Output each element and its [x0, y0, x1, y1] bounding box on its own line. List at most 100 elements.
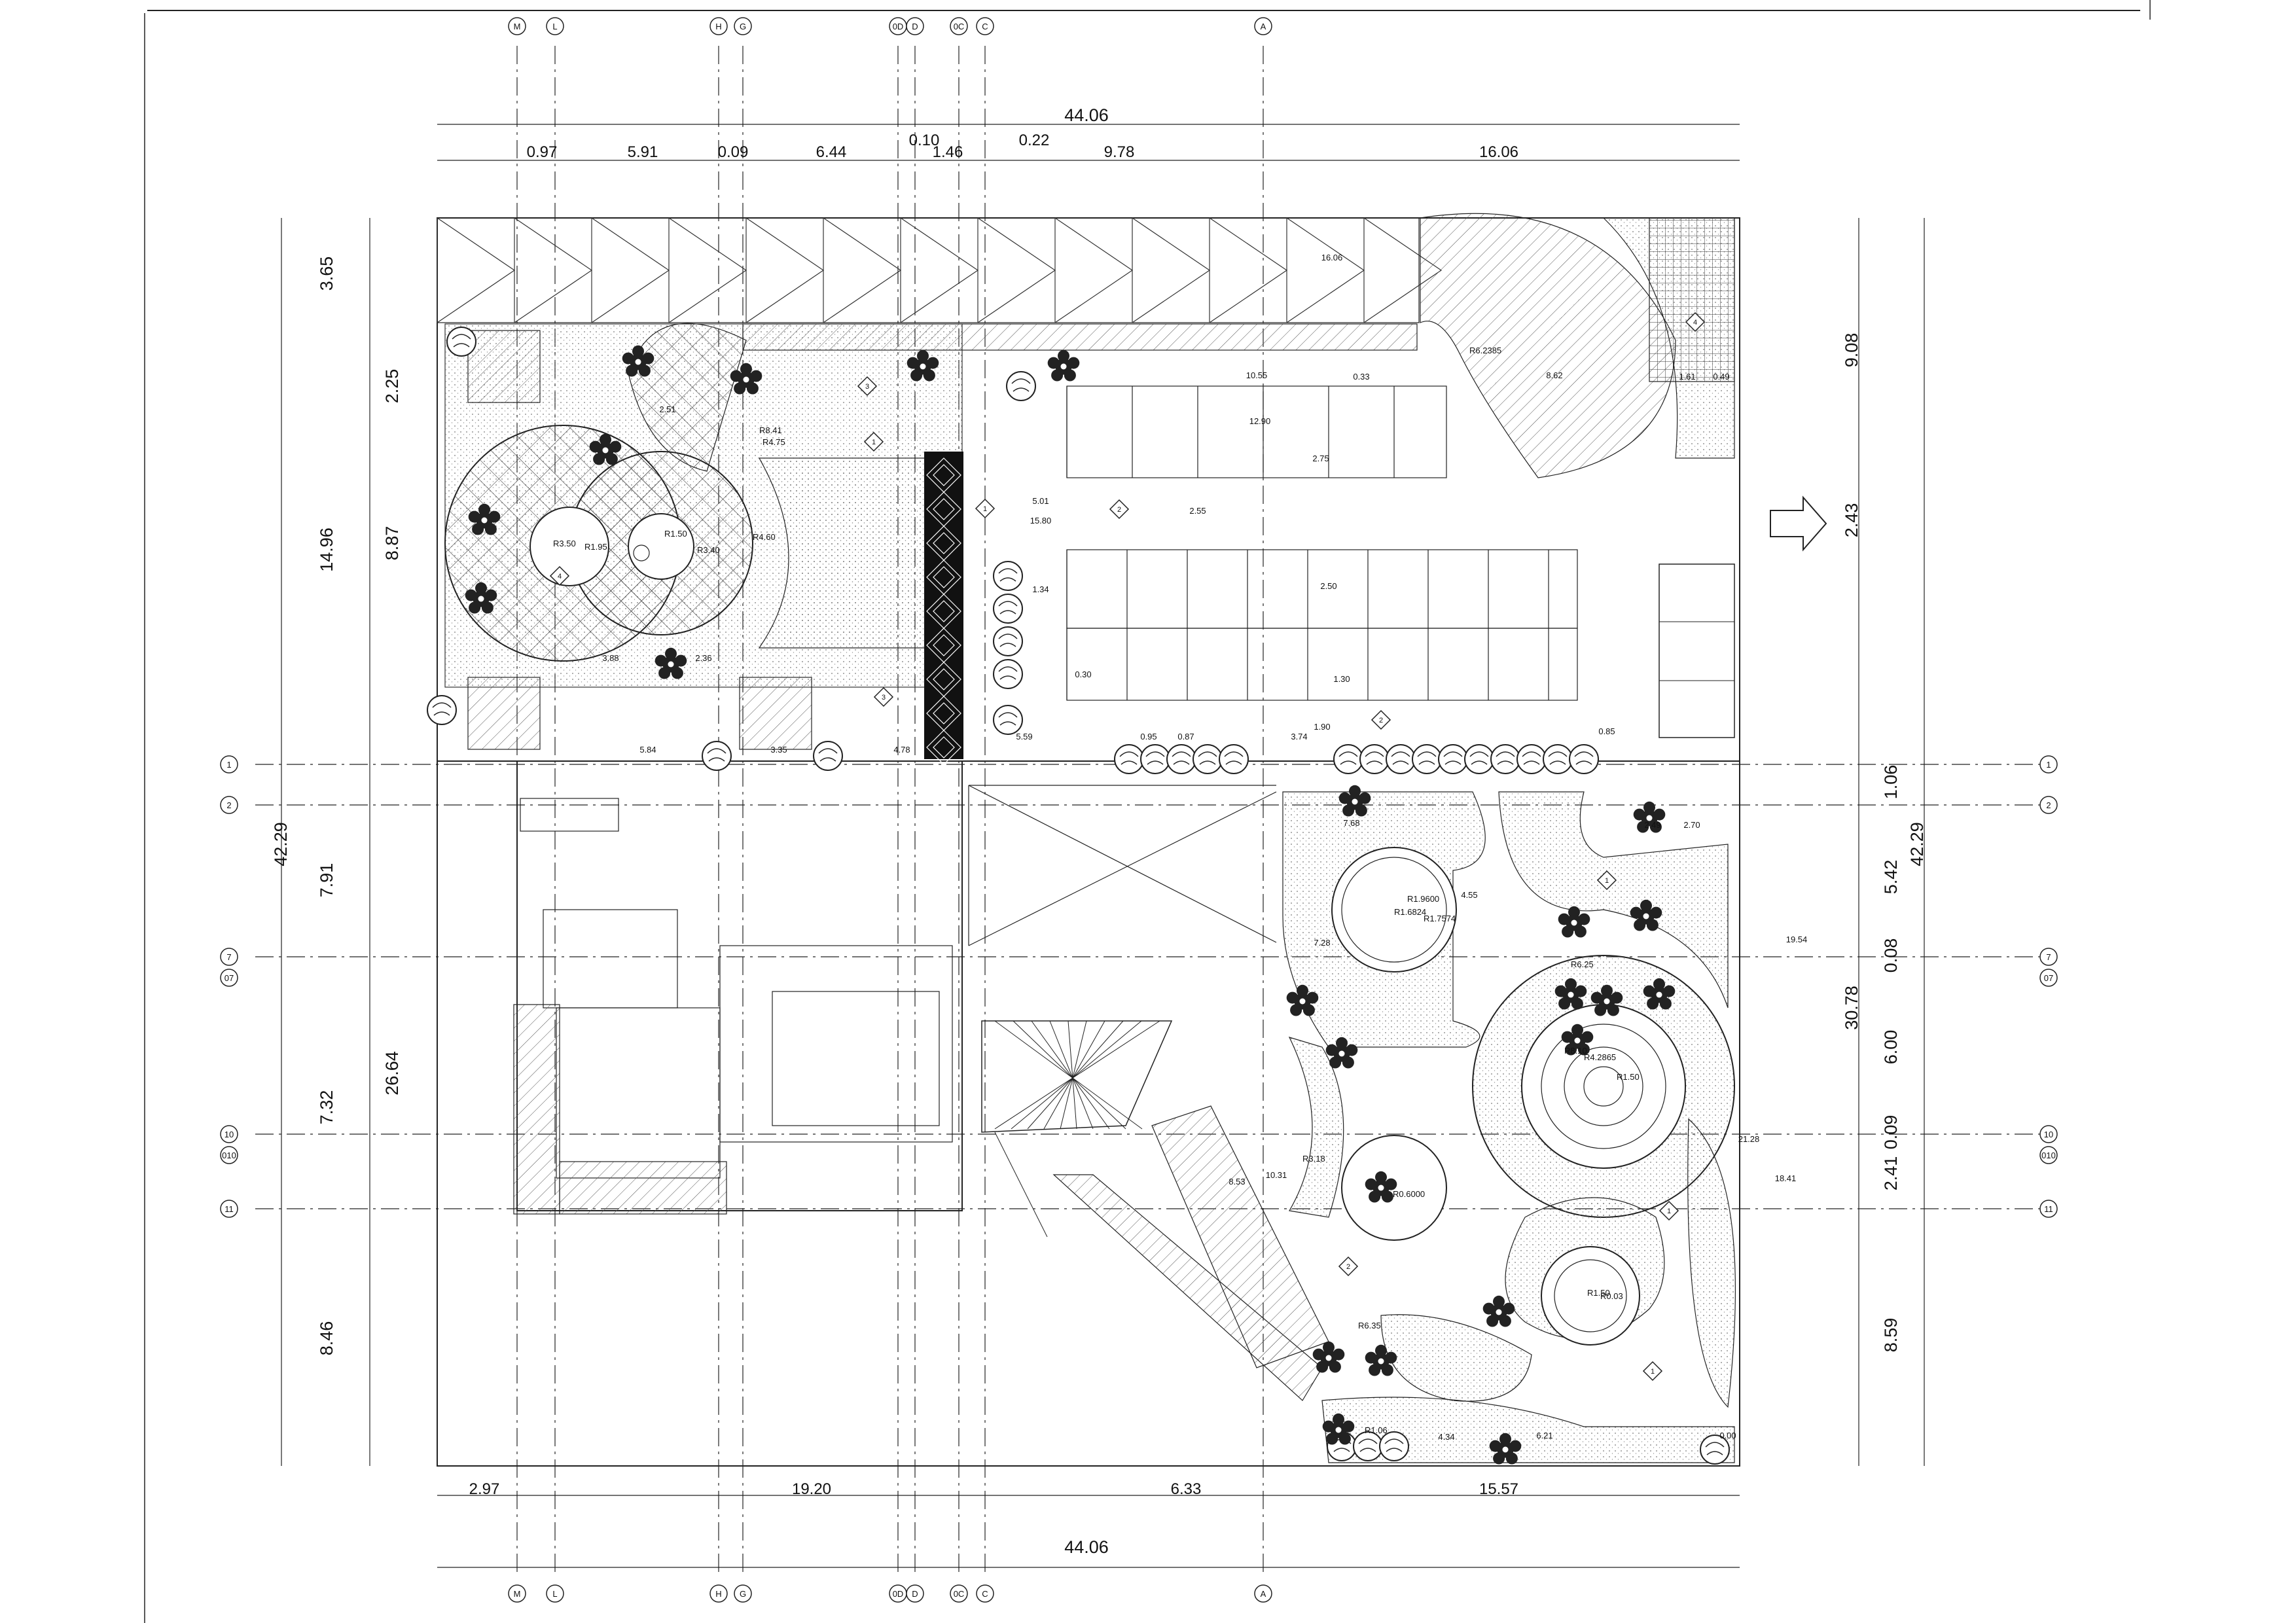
left-dim: 26.64: [382, 1051, 402, 1096]
top-dimensions: 44.06 0.97 5.91 0.09 6.44 0.10 1.46 0.22…: [527, 105, 1518, 161]
grid-row-bubble: 1: [2039, 755, 2058, 774]
left-dim: 8.87: [382, 526, 402, 561]
grid-column-bubble: A: [1254, 1584, 1272, 1603]
grid-row-label: 7: [2046, 952, 2051, 962]
grid-column-label: G: [740, 22, 746, 31]
shrub-icon: [1140, 744, 1170, 774]
dimension-label: 1.90: [1314, 722, 1330, 732]
dimension-label: 8.53: [1229, 1177, 1245, 1186]
tag-number: 4: [1693, 319, 1697, 327]
dimension-label: 5.59: [1016, 732, 1032, 741]
right-dim: 9.08: [1842, 333, 1861, 368]
grid-row-sublabel: 010: [222, 1150, 236, 1160]
grid-row-label: 11: [2044, 1204, 2053, 1214]
grid-column-bubble: H: [709, 17, 728, 35]
dimension-label: 2.50: [1320, 581, 1336, 591]
grid-column-bubble: L: [546, 17, 564, 35]
dimension-label: 0.33: [1353, 372, 1369, 382]
shrub-icon: [993, 626, 1023, 656]
dimension-label: 0.95: [1140, 732, 1157, 741]
grid-column-bubble: C: [976, 17, 994, 35]
right-dimensions: 9.08 2.43 1.06 42.29 5.42 0.08 30.78 6.0…: [1842, 333, 1927, 1353]
grid-row-bubble: 707: [220, 948, 238, 987]
left-dim: 7.91: [317, 863, 336, 898]
top-dim-segment: 0.10: [909, 132, 940, 149]
shrub-icon: [993, 594, 1023, 624]
radius-label: R8.41: [759, 425, 782, 435]
tree-icon: [1312, 1341, 1345, 1373]
right-dim: 8.59: [1881, 1318, 1901, 1353]
dimension-label: 3.74: [1291, 732, 1307, 741]
grid-row-label: 1: [226, 760, 231, 770]
grid-column-label: M: [514, 1589, 521, 1599]
diagonal-ramp: [981, 1020, 1329, 1401]
grid-column-bubble: D: [906, 1584, 924, 1603]
grid-column-bubble: D: [906, 17, 924, 35]
bottom-dim-segment: 6.33: [1171, 1480, 1202, 1498]
top-dim-segment: 9.78: [1104, 143, 1135, 161]
curved-ramp: [1420, 213, 1735, 478]
tag-number: 2: [1117, 506, 1121, 514]
radius-label: R1.6824: [1394, 907, 1426, 917]
dimension-label: 2.75: [1312, 454, 1329, 463]
right-dim: 42.29: [1907, 822, 1927, 866]
grid-column-label: H: [715, 22, 721, 31]
left-dim: 3.65: [317, 257, 336, 291]
bottom-overall-dimension: 44.06: [1064, 1537, 1109, 1557]
right-dim: 2.41: [1881, 1156, 1901, 1191]
tag-marker: 4: [549, 565, 570, 586]
tag-number: 1: [1605, 877, 1609, 885]
grid-column-label: C: [982, 22, 988, 31]
dimension-label: 10.31: [1266, 1170, 1287, 1180]
dimension-label: 1.34: [1032, 584, 1049, 594]
tag-number: 1: [1667, 1207, 1671, 1215]
top-dim-segment: 0.22: [1019, 132, 1050, 149]
radius-label: R0.03: [1600, 1291, 1623, 1301]
radius-label: R8.10: [1564, 1046, 1587, 1056]
left-dim: 2.25: [382, 369, 402, 404]
grid-column-bubble: A: [1254, 17, 1272, 35]
grid-row-label: 10: [224, 1130, 234, 1139]
top-dim-segment: 6.44: [816, 143, 847, 161]
grid-column-label: C: [982, 1589, 988, 1599]
top-dim-segment: 0.97: [527, 143, 558, 161]
dimension-label: 6.21: [1536, 1431, 1552, 1440]
grid-column-bubble: 0C: [950, 17, 968, 35]
grid-row-bubble: 2: [220, 796, 238, 814]
grid-column-bubble: G: [734, 17, 752, 35]
tag-number: 4: [558, 573, 562, 580]
grid-column-label: L: [552, 1589, 557, 1599]
shrub-icon: [1219, 744, 1249, 774]
right-dim: 5.42: [1881, 860, 1901, 895]
radius-label: R1.50: [1617, 1072, 1640, 1082]
tag-number: 3: [882, 694, 886, 702]
shrub-icon: [813, 741, 843, 771]
shrub-icon: [1006, 371, 1036, 401]
shrub-icon: [1516, 744, 1547, 774]
dimension-label: 4.55: [1461, 890, 1477, 900]
top-dim-segment: 0.09: [718, 143, 749, 161]
grid-column-bubble: M: [508, 17, 526, 35]
dimension-label: 16.06: [1321, 253, 1343, 262]
dimension-lines: [281, 124, 1925, 1568]
tag-marker: 1: [1596, 870, 1617, 891]
grid-column-label: A: [1261, 1589, 1266, 1599]
dimension-label: 10.55: [1246, 370, 1268, 380]
shrub-icon: [1193, 744, 1223, 774]
bottom-dim-segment: 19.20: [792, 1480, 831, 1498]
right-dim: 0.09: [1881, 1115, 1901, 1150]
right-garden: [1282, 791, 1736, 1463]
top-dim-segment: 5.91: [628, 143, 658, 161]
radius-label: R1.7574: [1424, 914, 1456, 923]
dimension-label: 3.88: [602, 653, 619, 663]
top-overall-dimension: 44.06: [1064, 105, 1109, 125]
shrub-icon: [702, 741, 732, 771]
grid-row-bubble: 11: [2039, 1200, 2058, 1218]
dimension-label: 3.35: [770, 745, 787, 755]
tag-marker: 3: [873, 687, 894, 707]
dimension-label: 21.28: [1738, 1134, 1760, 1144]
radius-label: R4.60: [753, 532, 776, 542]
grid-column-bubble: M: [508, 1584, 526, 1603]
shrub-icon: [1353, 1431, 1383, 1461]
left-garden: [444, 323, 963, 750]
